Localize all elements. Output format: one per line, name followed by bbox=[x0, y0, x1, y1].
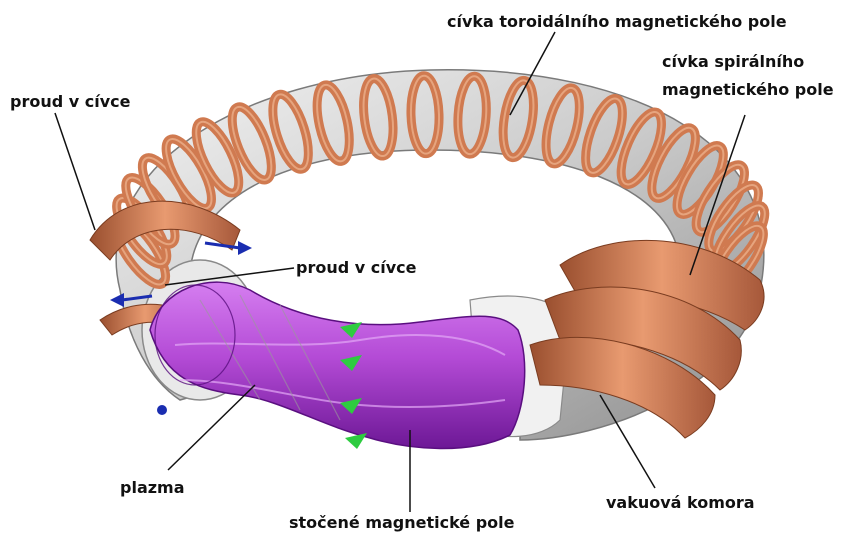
plasma-tube bbox=[150, 282, 525, 448]
label-vacuum-chamber: vakuová komora bbox=[606, 493, 755, 513]
label-helical-coil-line2: magnetického pole bbox=[662, 80, 834, 100]
label-coil-current-left: proud v cívce bbox=[10, 92, 130, 112]
label-toroidal-coil: cívka toroidálního magnetického pole bbox=[447, 12, 787, 32]
label-coil-current-middle: proud v cívce bbox=[296, 258, 416, 278]
current-arrow bbox=[110, 293, 124, 307]
label-twisted-field: stočené magnetické pole bbox=[289, 513, 515, 533]
coil-lead bbox=[157, 405, 167, 415]
leader-current-left bbox=[55, 113, 95, 230]
field-arrow bbox=[345, 433, 367, 449]
current-arrow bbox=[238, 241, 252, 255]
label-plasma: plazma bbox=[120, 478, 185, 498]
label-helical-coil-line1: cívka spirálního bbox=[662, 52, 804, 72]
